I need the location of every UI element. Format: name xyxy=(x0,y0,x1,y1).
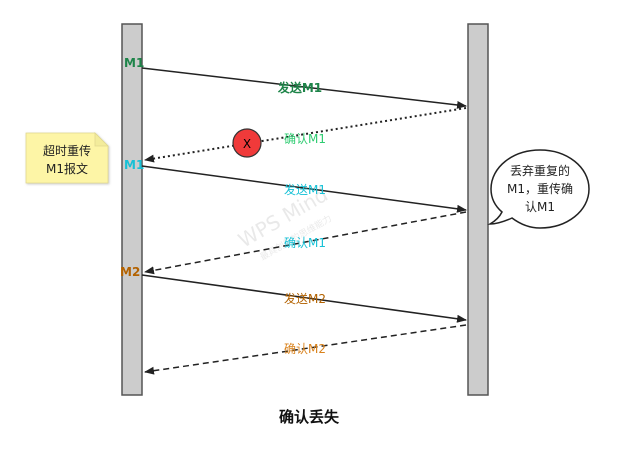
ack-m1-arrow xyxy=(144,211,467,275)
send-m2-arrow xyxy=(141,274,467,323)
ack-m1-label: 确认M1 xyxy=(284,236,326,250)
resend-m1-label: 发送M1 xyxy=(284,182,326,197)
marker-m1-retry: M1 xyxy=(124,158,144,172)
timeout-note xyxy=(25,132,109,184)
marker-m1-first: M1 xyxy=(124,56,144,70)
send-m1-label: 发送M1 xyxy=(277,80,322,95)
ack-m1-lost-arrow xyxy=(144,107,467,163)
resend-m1-arrow xyxy=(141,165,467,213)
send-m1-arrow xyxy=(141,67,467,109)
receiver-note-bubble xyxy=(487,149,590,229)
marker-m2: M2 xyxy=(120,265,140,279)
timeout-note-line1: 超时重传 xyxy=(43,143,91,158)
receiver-lifeline xyxy=(467,23,489,396)
ack-m1-lost-label: 确认M1 xyxy=(284,132,326,146)
loss-marker-text: X xyxy=(243,137,251,151)
loss-marker-circle xyxy=(232,128,262,158)
receiver-note-line1: 丢弃重复的 xyxy=(510,163,570,178)
sender-lifeline xyxy=(121,23,143,396)
receiver-note-line3: 认M1 xyxy=(525,200,555,214)
send-m2-label: 发送M2 xyxy=(284,291,326,306)
timeout-note-line2: M1报文 xyxy=(46,161,88,176)
receiver-note-line2: M1，重传确 xyxy=(507,181,573,196)
loss-marker: X xyxy=(232,128,262,158)
diagram-caption: 确认丢失 xyxy=(279,408,340,426)
ack-m2-label: 确认M2 xyxy=(284,342,326,356)
ack-m2-arrow xyxy=(144,324,467,375)
